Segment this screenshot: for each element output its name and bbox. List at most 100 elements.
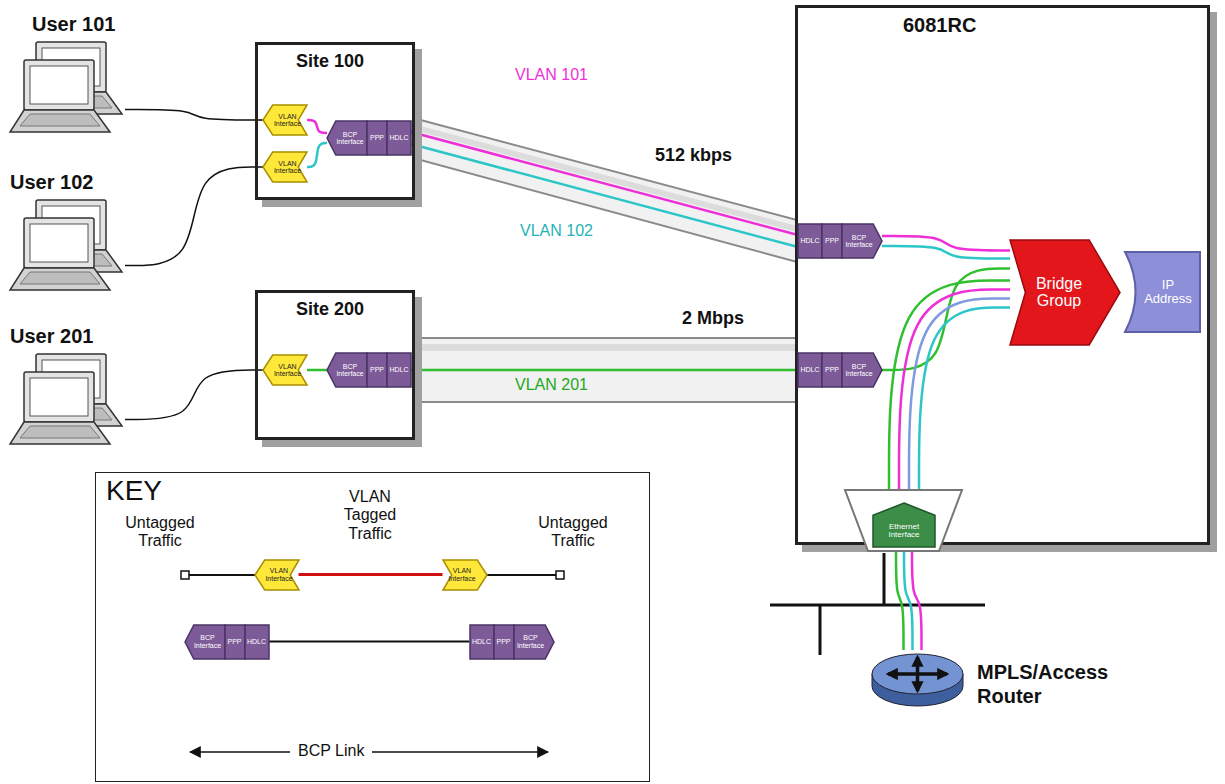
icon-label: VLAN Interface xyxy=(265,567,292,582)
vlan-interface-icon: VLAN Interface xyxy=(443,560,487,590)
protocol-layer-icon: PPP xyxy=(225,625,245,659)
span-arrow xyxy=(372,751,548,753)
icon-label: PPP xyxy=(496,638,510,645)
icon-label: PPP xyxy=(825,366,839,373)
protocol-layer-icon: PPP xyxy=(367,353,387,387)
vlan-interface-icon: VLAN Interface xyxy=(263,355,307,385)
icon-label: PPP xyxy=(370,366,384,373)
vlan-interface-icon: VLAN Interface xyxy=(255,560,299,590)
vlan-interface-icon: VLAN Interface xyxy=(263,105,307,135)
ethernet-bus xyxy=(770,604,985,607)
ethernet-interface-icon: Ethernet Interface xyxy=(873,503,935,547)
traffic-line xyxy=(411,132,798,235)
ethernet-drop xyxy=(819,605,822,655)
bcp-interface-icon: BCP Interface xyxy=(185,625,225,659)
traffic-line xyxy=(307,143,327,167)
icon-label: BCP Interface xyxy=(844,363,874,378)
protocol-layer-icon: PPP xyxy=(367,121,387,155)
traffic-line xyxy=(899,290,1010,504)
icon-label: BCP Interface xyxy=(335,363,365,378)
bcp-interface-icon: BCP Interface xyxy=(514,625,554,659)
protocol-layer-icon: PPP xyxy=(822,353,842,387)
icon-label: PPP xyxy=(825,237,839,244)
protocol-layer-icon: HDLC xyxy=(470,625,494,659)
key-caption: VLAN Tagged Traffic xyxy=(325,488,415,543)
laptop-drawing xyxy=(10,198,125,293)
icon-label: BCP Interface xyxy=(516,634,546,649)
traffic-line xyxy=(307,369,327,372)
router-icon: MPLS/Access Router xyxy=(870,650,965,710)
traffic-line xyxy=(269,641,470,643)
user-cable xyxy=(125,167,263,266)
key-box: KEY VLAN Interface VLAN InterfaceBCP Inter… xyxy=(95,472,650,782)
traffic-line xyxy=(411,144,798,247)
pipe-shade xyxy=(413,124,797,232)
traffic-line xyxy=(882,246,1010,259)
icon-label: BCP Interface xyxy=(193,634,223,649)
link-speed: 2 Mbps xyxy=(682,308,744,329)
icon-label: Ethernet Interface xyxy=(875,523,933,540)
icon-label: PPP xyxy=(227,638,241,645)
icon-label: BCP Interface xyxy=(335,131,365,146)
bcp-interface-icon: BCP Interface xyxy=(842,224,882,258)
key-caption: BCP Link xyxy=(298,742,364,760)
port-square xyxy=(556,571,564,579)
protocol-layer-icon: HDLC xyxy=(798,353,822,387)
box-title: 6081RC xyxy=(903,14,976,37)
router-drawing xyxy=(870,650,965,710)
traffic-line xyxy=(411,369,798,372)
site-box: 6081RCHDLCPPPBCP InterfaceHDLCPPPBCP Int… xyxy=(795,5,1210,545)
traffic-line xyxy=(909,299,1010,504)
key-caption: Untagged Traffic xyxy=(528,514,618,551)
user-computer: User 102 xyxy=(10,198,125,293)
protocol-layer-icon: HDLC xyxy=(387,353,411,387)
traffic-line xyxy=(912,547,922,650)
protocol-layer-icon: PPP xyxy=(494,625,514,659)
traffic-line xyxy=(882,236,1010,251)
user-computer: User 101 xyxy=(10,40,125,135)
pipe-shade xyxy=(413,344,797,351)
traffic-line xyxy=(889,281,1010,504)
icon-label: IP Address xyxy=(1139,278,1197,305)
span-arrow xyxy=(190,751,290,753)
protocol-layer-icon: PPP xyxy=(822,224,842,258)
device-label: User 102 xyxy=(10,171,93,194)
box-title: KEY xyxy=(106,475,162,507)
vlan-label: VLAN 101 xyxy=(515,66,588,84)
device-label: User 201 xyxy=(10,325,93,348)
user-cable xyxy=(125,370,263,420)
vlan-label: VLAN 102 xyxy=(520,222,593,240)
ip-address-shape: IP Address xyxy=(1125,252,1200,332)
site-box: Site 200VLAN Interface BCP Interface PPPHD… xyxy=(255,290,415,440)
site-box: Site 100VLAN InterfaceVLAN InterfaceBCP … xyxy=(255,42,415,200)
icon-label: HDLC xyxy=(800,366,819,373)
icon-label: HDLC xyxy=(247,638,266,645)
traffic-line xyxy=(307,120,327,133)
icon-label: HDLC xyxy=(389,134,408,141)
user-computer: User 201 xyxy=(10,352,125,447)
box-title: Site 200 xyxy=(296,299,364,320)
device-label: User 101 xyxy=(32,13,115,36)
untagged-line xyxy=(487,574,556,576)
icon-label: VLAN Interface xyxy=(274,363,301,378)
traffic-line xyxy=(919,308,1010,504)
protocol-layer-icon: HDLC xyxy=(798,224,822,258)
vlan-interface-icon: VLAN Interface xyxy=(263,152,307,182)
laptop-drawing xyxy=(10,40,125,135)
bcp-link-pipe xyxy=(413,118,797,262)
link-speed: 512 kbps xyxy=(655,145,732,166)
icon-label: VLAN Interface xyxy=(448,567,475,582)
port-square xyxy=(181,571,189,579)
vlan-label: VLAN 201 xyxy=(515,376,588,394)
bcp-interface-icon: BCP Interface xyxy=(842,353,882,387)
icon-label: Bridge Group xyxy=(1028,276,1090,310)
bridge-group-chevron: Bridge Group xyxy=(1010,240,1120,345)
protocol-layer-icon: HDLC xyxy=(387,121,411,155)
icon-label: HDLC xyxy=(472,638,491,645)
icon-label: VLAN Interface xyxy=(274,113,301,128)
key-caption: Untagged Traffic xyxy=(115,514,205,551)
icon-label: HDLC xyxy=(800,237,819,244)
box-title: Site 100 xyxy=(296,51,364,72)
laptop-drawing xyxy=(10,352,125,447)
